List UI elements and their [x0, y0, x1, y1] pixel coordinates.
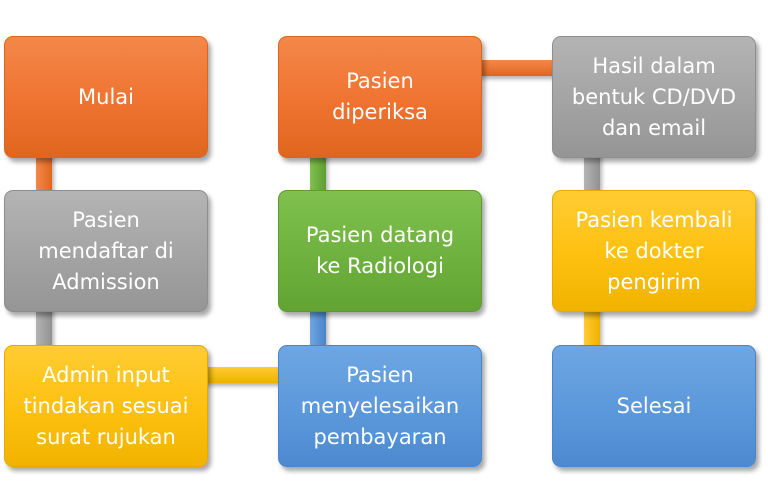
step-selesai-label: Selesai [616, 393, 692, 418]
connector-admin-to-pembayaran [202, 367, 288, 383]
connector-mendaftar-to-admin [36, 305, 52, 353]
connector-datang-to-diperiksa [310, 150, 326, 198]
step-kembali: Pasien kembali ke dokter pengirim [552, 190, 756, 312]
connector-hasil-to-kembali [584, 150, 600, 198]
step-pembayaran-label: Pasien menyelesaikan pembayaran [300, 362, 460, 449]
step-admin-input: Admin input tindakan sesuai surat rujuka… [4, 345, 208, 467]
step-kembali-label: Pasien kembali ke dokter pengirim [575, 207, 733, 294]
step-hasil: Hasil dalam bentuk CD/DVD dan email [552, 36, 756, 158]
step-mulai-label: Mulai [78, 84, 134, 109]
connector-pembayaran-to-datang [310, 305, 326, 353]
step-admin-input-label: Admin input tindakan sesuai surat rujuka… [23, 362, 189, 449]
connector-mulai-to-mendaftar [36, 150, 52, 198]
step-selesai: Selesai [552, 345, 756, 467]
step-mendaftar: Pasien mendaftar di Admission [4, 190, 208, 312]
connector-kembali-to-selesai [584, 305, 600, 353]
connector-diperiksa-to-hasil [478, 60, 562, 76]
step-diperiksa-label: Pasien diperiksa [332, 69, 428, 124]
step-datang: Pasien datang ke Radiologi [278, 190, 482, 312]
step-hasil-label: Hasil dalam bentuk CD/DVD dan email [571, 53, 737, 140]
step-mendaftar-label: Pasien mendaftar di Admission [38, 207, 174, 294]
step-datang-label: Pasien datang ke Radiologi [305, 223, 455, 278]
step-diperiksa: Pasien diperiksa [278, 36, 482, 158]
step-pembayaran: Pasien menyelesaikan pembayaran [278, 345, 482, 467]
step-mulai: Mulai [4, 36, 208, 158]
